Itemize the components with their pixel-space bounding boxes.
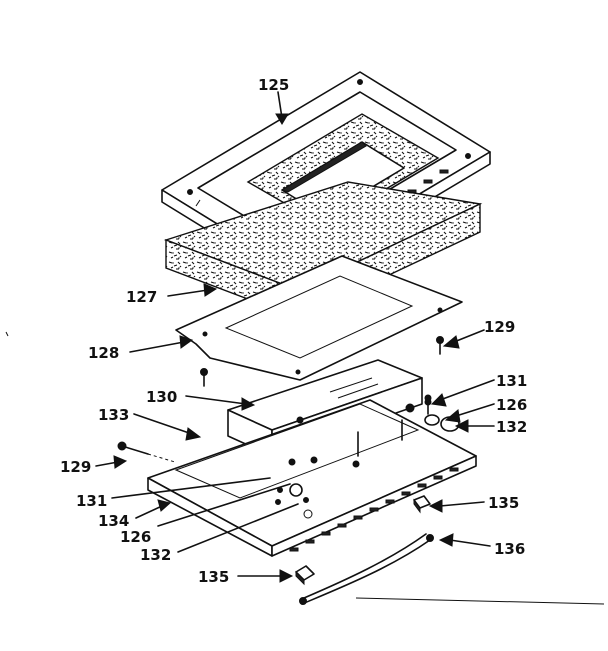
label-136: 136 — [494, 540, 525, 558]
base-pan-part-134 — [147, 399, 477, 557]
label-125: 125 — [258, 76, 289, 94]
label-134: 134 — [98, 512, 129, 530]
label-135-left: 135 — [198, 568, 229, 586]
base-slots — [289, 467, 459, 552]
baseline-rule — [355, 597, 605, 605]
screw-part-129 — [117, 336, 444, 463]
part-labels: 125 127 128 129 130 131 126 132 133 129 … — [60, 76, 527, 586]
label-128: 128 — [88, 344, 119, 362]
label-129-left: 129 — [60, 458, 91, 476]
rod-part-136 — [299, 533, 434, 605]
label-131-left: 131 — [76, 492, 107, 510]
label-132-right: 132 — [496, 418, 527, 436]
label-126-left: 126 — [120, 528, 151, 546]
shield-plate-part-128 — [175, 255, 463, 381]
label-132-left: 132 — [140, 546, 171, 564]
clip-part-135 — [295, 495, 431, 586]
label-135-right: 135 — [488, 494, 519, 512]
label-126-right: 126 — [496, 396, 527, 414]
leader-lines — [95, 91, 495, 583]
label-130: 130 — [146, 388, 177, 406]
label-129-top: 129 — [484, 318, 515, 336]
label-131-right: 131 — [496, 372, 527, 390]
margin-tick — [5, 331, 9, 337]
label-133: 133 — [98, 406, 129, 424]
label-127: 127 — [126, 288, 157, 306]
insulation-pad-part-127 — [163, 181, 483, 320]
